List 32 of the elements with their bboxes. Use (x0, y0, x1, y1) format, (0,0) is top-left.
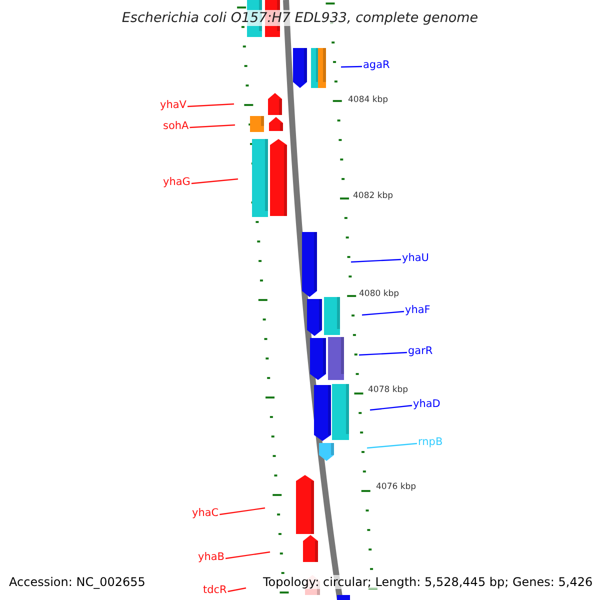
scale-label: 4076 kbp (376, 482, 416, 492)
footer-text: Topology: circular; Length: 5,528,445 bp; Genes: 5,426 (263, 575, 593, 589)
leader-line (358, 352, 408, 356)
leader-line (366, 442, 418, 449)
leader-line (187, 103, 234, 108)
leader-line (362, 310, 404, 316)
scale-label: 4084 kbp (348, 95, 388, 105)
leader-line (190, 124, 236, 128)
leader-line (350, 258, 402, 263)
leader-line (225, 551, 270, 560)
gene-label: yhaB (198, 551, 225, 564)
gene-label: rnpB (418, 436, 443, 449)
scale-label: 4082 kbp (353, 191, 394, 201)
gene-label: garR (408, 345, 433, 358)
gene-label: yhaV (160, 99, 186, 112)
gene-label: yhaD (413, 398, 440, 411)
footer-text: Accession: NC_002655 (9, 575, 146, 589)
leader-line (220, 507, 266, 516)
leader-line (370, 404, 412, 411)
gene-label: yhaC (192, 507, 219, 520)
gene-label: tdcR (203, 584, 227, 597)
scale-label: 4078 kbp (368, 385, 408, 395)
title: Escherichia coli O157:H7 EDL933, complete genome (120, 10, 480, 26)
gene-label: yhaF (405, 304, 430, 317)
scale-label: 4080 kbp (359, 289, 400, 299)
gene-label: yhaG (163, 176, 190, 189)
gene-label: agaR (363, 59, 390, 72)
leader-line (340, 66, 362, 68)
leader-line (228, 587, 246, 592)
gene-label: sohA (163, 120, 189, 133)
gene-label: yhaU (402, 252, 429, 265)
leader-line (191, 178, 238, 184)
